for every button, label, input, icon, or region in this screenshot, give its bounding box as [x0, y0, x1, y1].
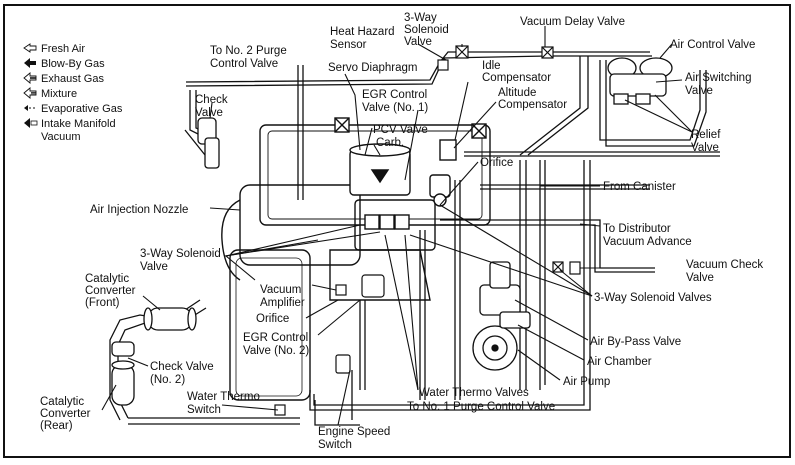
engine-block: [221, 117, 491, 401]
blow-by-gas-arrow-icon: [24, 58, 36, 68]
label-to-distributor-vacuum-advance: To Distributor Vacuum Advance: [603, 223, 692, 248]
label-3-way-solenoid-valves: 3-Way Solenoid Valves: [594, 292, 712, 304]
label-heat-hazard-sensor: Heat Hazard Sensor: [330, 26, 398, 51]
legend-exhaust-gas: Exhaust Gas: [41, 73, 104, 85]
catalytic-converter-rear: [111, 341, 135, 406]
valve-x-boxes: [437, 45, 581, 275]
label-check-valve-no2: Check Valve (No. 2): [150, 361, 217, 386]
fresh-air-arrow-icon: [23, 43, 37, 53]
label-3-way-solenoid-valve-left: 3-Way Solenoid Valve: [140, 248, 224, 273]
label-catalytic-converter-rear: Catalytic Converter (Rear): [40, 396, 94, 432]
label-relief-valve: Relief Valve: [691, 129, 724, 154]
intake-manifold-vacuum-arrow-icon: [24, 118, 38, 128]
label-from-canister: From Canister: [603, 181, 676, 193]
label-servo-diaphragm: Servo Diaphragm: [328, 62, 417, 74]
legend-intake-manifold-vacuum: Intake Manifold Vacuum: [41, 118, 119, 143]
label-orifice-top: Orifice: [480, 157, 513, 169]
label-carb: Carb.: [376, 137, 404, 149]
label-water-thermo-valves: Water Thermo Valves: [419, 387, 529, 399]
label-water-thermo-switch: Water Thermo Switch: [187, 391, 263, 416]
mixture-arrow-icon: [23, 87, 37, 99]
label-air-switching-valve: Air Switching Valve: [685, 72, 755, 97]
label-air-by-pass-valve: Air By-Pass Valve: [590, 336, 681, 348]
legend: Fresh Air Blow-By Gas Exhaust Gas Mixtur…: [23, 43, 123, 143]
label-check-valve: Check Valve: [195, 94, 231, 119]
label-engine-speed-switch: Engine Speed Switch: [318, 426, 393, 451]
check-valve-body: [184, 117, 220, 169]
air-pump-body: [472, 261, 531, 371]
air-control-valve-body: [607, 57, 673, 105]
label-idle-compensator: Idle Compensator: [482, 60, 551, 84]
exhaust-gas-arrow-icon: [23, 72, 37, 84]
label-air-pump: Air Pump: [563, 376, 610, 388]
label-air-control-valve: Air Control Valve: [670, 39, 755, 51]
label-air-chamber: Air Chamber: [587, 356, 652, 368]
label-to-no1-purge-control-valve: To No. 1 Purge Control Valve: [407, 401, 555, 413]
label-3-way-solenoid-valve-top: 3-Way Solenoid Valve: [404, 12, 452, 48]
legend-fresh-air: Fresh Air: [41, 43, 85, 55]
label-catalytic-converter-front: Catalytic Converter (Front): [85, 273, 139, 309]
label-vacuum-check-valve: Vacuum Check Valve: [686, 259, 766, 284]
label-orifice-bottom: Orifice: [256, 313, 289, 325]
leader-lines: [101, 26, 693, 426]
label-to-no2-purge-control-valve: To No. 2 Purge Control Valve: [210, 45, 290, 70]
label-vacuum-delay-valve: Vacuum Delay Valve: [520, 16, 625, 28]
label-vacuum-amplifier: Vacuum Amplifier: [260, 284, 305, 309]
label-altitude-compensator: Altitude Compensator: [498, 87, 567, 111]
label-egr-control-valve-no1: EGR Control Valve (No. 1): [362, 89, 430, 114]
labels: To No. 2 Purge Control Valve Heat Hazard…: [40, 12, 766, 451]
label-air-injection-nozzle: Air Injection Nozzle: [90, 204, 188, 216]
label-egr-control-valve-no2: EGR Control Valve (No. 2): [243, 332, 311, 357]
legend-mixture: Mixture: [41, 88, 77, 100]
evaporative-gas-arrow-icon: [24, 105, 37, 111]
catalytic-converter-front: [143, 307, 197, 331]
legend-evaporative-gas: Evaporative Gas: [41, 103, 123, 115]
legend-blow-by-gas: Blow-By Gas: [41, 58, 105, 70]
label-pcv-valve: PCV Valve: [373, 124, 428, 136]
